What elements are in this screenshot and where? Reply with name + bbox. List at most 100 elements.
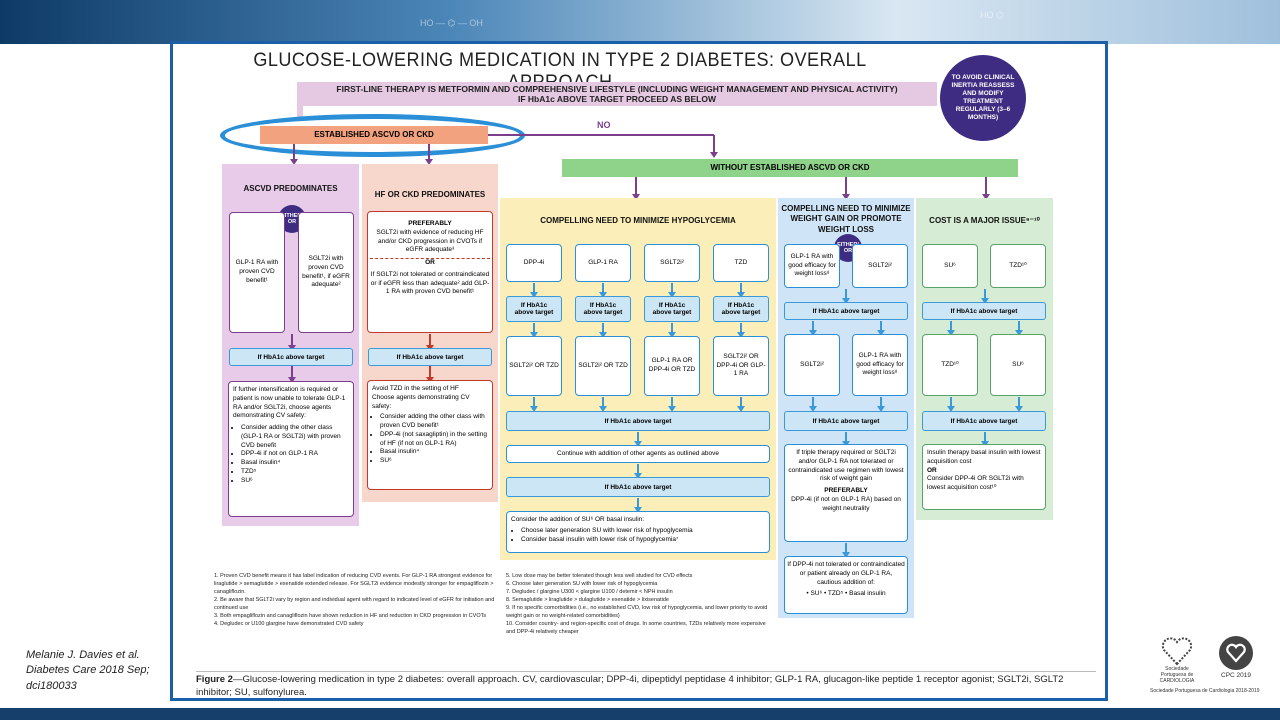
citation-line: Melanie J. Davies et al. [26,649,140,661]
citation-line: dci180033 [26,679,77,692]
footnote: 3. Both empagliflozin and canagliflozin … [214,612,487,619]
highlight-oval [220,114,525,157]
hypo-hba1c-box: If HbA1c above target [644,296,700,322]
weight-header: COMPELLING NEED TO MINIMIZE WEIGHT GAIN … [781,204,911,234]
cost-dpp4-text: Consider DPP-4i OR SGLT2i with lowest ac… [927,475,1024,492]
cost-hba1c-box: If HbA1c above target [922,302,1046,320]
ascvd-list: Consider adding the other class (GLP-1 R… [233,424,349,485]
citation: Melanie J. Davies et al. Diabetes Care 2… [26,648,166,694]
arrow [634,432,642,447]
cost-drug-box: SU⁶ [922,244,978,288]
hypo-hba1c-box: If HbA1c above target [575,296,631,322]
arrow [668,283,676,298]
list-item: Consider basal insulin with lower risk o… [521,536,765,545]
list-item: Consider adding the other class (GLP-1 R… [241,424,349,450]
arrow [1015,397,1023,412]
first-line-text-2: IF HbA1c ABOVE TARGET PROCEED AS BELOW [517,94,717,105]
arrow [1015,321,1023,336]
arrow [288,334,296,351]
weight-dpp4-text: DPP-4i (if not on GLP-1 RA) based on wei… [791,495,901,512]
weight-sglt2-box: SGLT2i² [852,244,908,288]
cost-header: COST IS A MAJOR ISSUE⁹⁻¹⁰ [929,216,1040,225]
hf-header: HF OR CKD PREDOMINATES [374,190,486,199]
footnotes-left: 1. Proven CVD benefit means it has label… [214,573,496,629]
arrow [634,464,642,479]
banner-connector [297,106,303,120]
preferably-label: PREFERABLY [824,487,868,495]
arrow [737,397,745,412]
arrow [809,321,817,336]
no-label: NO [597,120,611,130]
arrow [842,177,850,200]
arrow [668,323,676,338]
arrow [981,432,989,447]
hypo-drug-box: GLP-1 RA [575,244,631,282]
hypo-second-box: GLP-1 RA OR DPP-4i OR TZD [644,336,700,396]
figure-title: GLUCOSE-LOWERING MEDICATION IN TYPE 2 DI… [253,50,867,93]
ascvd-intensification-text: If further intensification is required o… [233,386,346,420]
reassess-circle: TO AVOID CLINICAL INERTIA REASSESS AND M… [940,55,1026,141]
hypo-hba1c-box: If HbA1c above target [506,296,562,322]
hf-choose-text: Choose agents demonstrating CV safety: [372,393,470,410]
spc-logo-text: Sociedade Portuguesa de CARDIOLOGIA [1159,666,1195,684]
hypo-header: COMPELLING NEED TO MINIMIZE HYPOGLYCEMIA [540,216,736,225]
footnote: 4. Degludec or U100 glargine have demons… [214,620,364,627]
footnote: 9. If no specific comorbidities (i.e., n… [506,604,768,619]
hypo-hba1c-wide: If HbA1c above target [506,411,770,431]
hypo-drug-box: TZD [713,244,769,282]
ascvd-intensification-box: If further intensification is required o… [228,381,354,517]
hf-list: Consider adding the other class with pro… [372,413,488,466]
hf-cv-safety-box: Avoid TZD in the setting of HF Choose ag… [367,380,493,490]
footnote: 5. Low dose may be better tolerated thou… [506,573,693,579]
or-divider: OR [370,258,490,268]
arrow [632,177,640,200]
hypo-second-box: SGLT2i² OR TZD [506,336,562,396]
arrow [599,323,607,338]
arrow [982,177,990,200]
arrow [668,397,676,412]
arrow [426,334,434,351]
arrow [599,283,607,298]
footnote: 2. Be aware that SGLT2i vary by region a… [214,596,495,611]
without-ascvd-box: WITHOUT ESTABLISHED ASCVD OR CKD [562,159,1018,177]
arrow [737,283,745,298]
arrow [530,397,538,412]
arrow [426,366,434,383]
arrow [710,135,718,158]
weight-cautious-box: If DPP-4i not tolerated or contraindicat… [784,556,908,614]
list-item: SU⁶ [241,477,349,486]
weight-glp1-second: GLP-1 RA with good efficacy for weight l… [852,334,908,396]
arrow [290,144,298,165]
footer-band [0,708,1280,720]
arrow [842,432,850,447]
logo-footer: Sociedade Portuguesa de Cardiologia 2018… [1150,688,1260,694]
footnote: 8. Semaglutide > liraglutide > dulagluti… [506,596,669,603]
arrow [947,397,955,412]
hypo-drug-box: DPP-4i [506,244,562,282]
first-line-banner: FIRST-LINE THERAPY IS METFORMIN AND COMP… [297,82,937,106]
cost-insulin-text: Insulin therapy basal insulin with lowes… [927,449,1041,465]
no-connector [488,134,714,136]
ascvd-header: ASCVD PREDOMINATES [243,184,338,193]
weight-cautious-text: If DPP-4i not tolerated or contraindicat… [787,561,905,586]
weight-sglt2-second: SGLT2i² [784,334,840,396]
hypo-su-insulin-box: Consider the addition of SU⁶ OR basal in… [506,511,770,553]
header-banner: HO — ⌬ — OH HO ⌬ [0,0,1280,44]
weight-triple-box: If triple therapy required or SGLT2i and… [784,444,908,542]
footnote: 6. Choose later generation SU with lower… [506,580,658,587]
spc-heart-icon [1161,637,1193,666]
preferably-label: PREFERABLY [408,220,452,227]
hf-preferably-box: PREFERABLY SGLT2i with evidence of reduc… [367,211,493,333]
arrow [599,397,607,412]
arrow [634,498,642,513]
arrow [842,543,850,558]
ascvd-glp1-box: GLP-1 RA with proven CVD benefit¹ [229,212,285,333]
hf-glp1-text: If SGLT2i not tolerated or contraindicat… [370,270,490,296]
footnote: 1. Proven CVD benefit means it has label… [214,573,494,595]
list-item: Choose later generation SU with lower ri… [521,527,765,536]
arrow [981,289,989,304]
arrow [877,397,885,412]
weight-glp1-box: GLP-1 RA with good efficacy for weight l… [784,244,840,288]
hypo-consider-text: Consider the addition of SU⁶ OR basal in… [511,516,645,523]
spc-logo: Sociedade Portuguesa de CARDIOLOGIA [1152,636,1202,684]
